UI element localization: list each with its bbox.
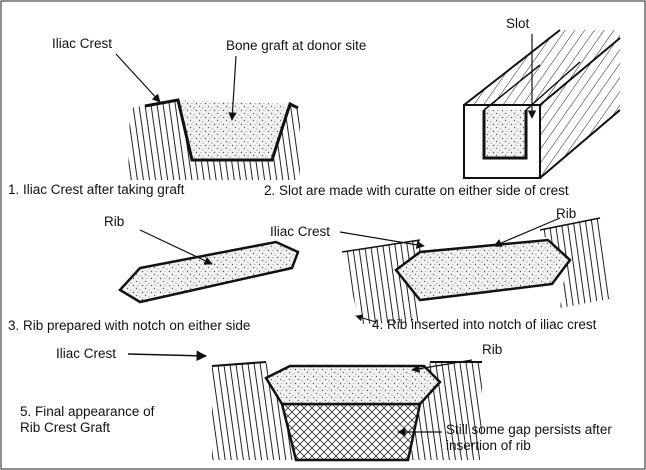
arrow-iliac-crest-1 xyxy=(116,54,160,102)
label-slot: Slot xyxy=(506,16,529,32)
label-iliac-crest-4: Iliac Crest xyxy=(270,224,330,240)
caption-3: 3. Rib prepared with notch on either sid… xyxy=(8,318,250,334)
panel-2-slot xyxy=(464,30,620,178)
label-rib-4: Rib xyxy=(556,206,576,222)
caption-1: 1. Iliac Crest after taking graft xyxy=(8,182,184,198)
label-bone-graft: Bone graft at donor site xyxy=(226,38,366,54)
arrow-iliac-crest-5 xyxy=(128,354,206,356)
label-iliac-crest-5: Iliac Crest xyxy=(56,346,116,362)
panel-5-final xyxy=(212,362,482,460)
arrow-iliac-crest-4 xyxy=(340,232,424,246)
label-iliac-crest-1: Iliac Crest xyxy=(52,36,112,52)
caption-2: 2. Slot are made with curatte on either … xyxy=(264,183,569,199)
label-gap-note: Still some gap persists after insertion … xyxy=(446,422,612,454)
label-rib-3: Rib xyxy=(104,214,124,230)
panel-3-rib xyxy=(120,242,298,302)
panel-4-inserted xyxy=(342,218,614,324)
caption-5: 5. Final appearance of Rib Crest Graft xyxy=(20,404,154,436)
panel-1-crest xyxy=(128,100,300,180)
arrow-rib-3 xyxy=(140,230,212,264)
label-rib-5: Rib xyxy=(482,342,502,358)
caption-4: 4. Rib inserted into notch of iliac cres… xyxy=(372,317,596,333)
